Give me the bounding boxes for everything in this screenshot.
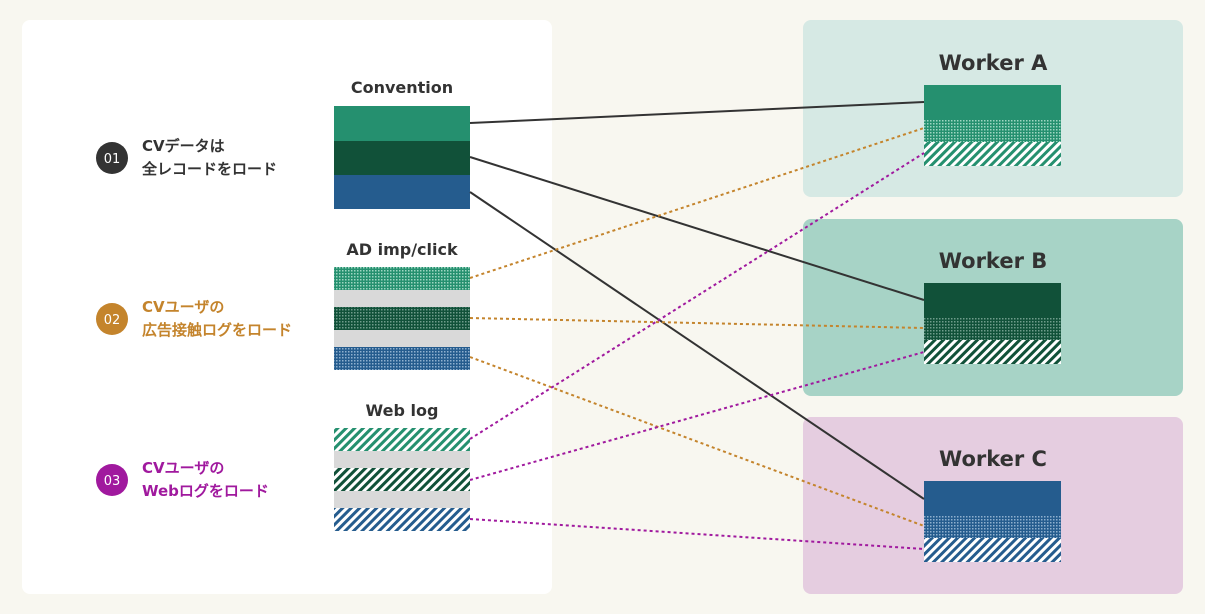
convention-table-title: Convention (351, 78, 453, 97)
step-02-line1: CVユーザの (142, 298, 224, 316)
connector-ad-b (469, 317, 925, 329)
worker-b-label: Worker B (939, 249, 1048, 273)
ad-row-b (334, 307, 470, 330)
convention-row-b (334, 141, 470, 175)
worker-b-web-segment (924, 340, 1061, 364)
ad-row-gap-2 (334, 330, 470, 347)
step-01-line2: 全レコードをロード (141, 160, 277, 178)
convention-row-a (334, 106, 470, 141)
web-row-b (334, 468, 470, 491)
step-01-badge (96, 142, 128, 174)
connector-web-b (469, 351, 925, 481)
worker-c-block (924, 481, 1061, 562)
step-03: 03 CVユーザの Webログをロード (96, 459, 269, 500)
worker-c-ad-segment (924, 516, 1061, 538)
worker-a-label: Worker A (939, 51, 1049, 75)
convention-connectors (469, 101, 925, 500)
connector-ad-a (469, 127, 925, 279)
worker-a-ad-segment (924, 120, 1061, 142)
web-table (334, 428, 470, 531)
web-row-a (334, 428, 470, 451)
web-row-gap-2 (334, 491, 470, 508)
connector-ad-c (469, 356, 925, 527)
worker-a-web-segment (924, 142, 1061, 166)
step-03-badge (96, 464, 128, 496)
step-03-line2: Webログをロード (142, 482, 269, 500)
connector-convention-a (469, 101, 925, 124)
convention-table (334, 106, 470, 209)
step-02-number: 02 (104, 313, 121, 328)
worker-a-convention-segment (924, 85, 1061, 120)
convention-row-c (334, 175, 470, 209)
ad-table (334, 267, 470, 370)
worker-b-block (924, 283, 1061, 364)
worker-c-label: Worker C (939, 447, 1047, 471)
worker-c-web-segment (924, 538, 1061, 562)
ad-row-a (334, 267, 470, 290)
ad-row-gap-1 (334, 290, 470, 307)
worker-b-ad-segment (924, 318, 1061, 340)
connector-web-c (469, 518, 925, 550)
connector-convention-c (469, 191, 925, 500)
connector-convention-b (469, 156, 925, 301)
web-connectors (469, 152, 925, 550)
step-02-badge (96, 303, 128, 335)
ad-connectors (469, 127, 925, 527)
web-row-c (334, 508, 470, 531)
step-01-number: 01 (104, 152, 121, 167)
ad-table-title: AD imp/click (346, 240, 458, 259)
step-01-line1: CVデータは (142, 137, 225, 155)
worker-a-block (924, 85, 1061, 166)
ad-row-c (334, 347, 470, 370)
step-03-number: 03 (104, 474, 121, 489)
web-table-title: Web log (366, 401, 439, 420)
web-row-gap-1 (334, 451, 470, 468)
step-03-line1: CVユーザの (142, 459, 224, 477)
step-02-line2: 広告接触ログをロード (142, 321, 292, 339)
worker-c-convention-segment (924, 481, 1061, 516)
worker-b-convention-segment (924, 283, 1061, 318)
step-02: 02 CVユーザの 広告接触ログをロード (96, 298, 292, 339)
step-01: 01 CVデータは 全レコードをロード (96, 137, 277, 178)
